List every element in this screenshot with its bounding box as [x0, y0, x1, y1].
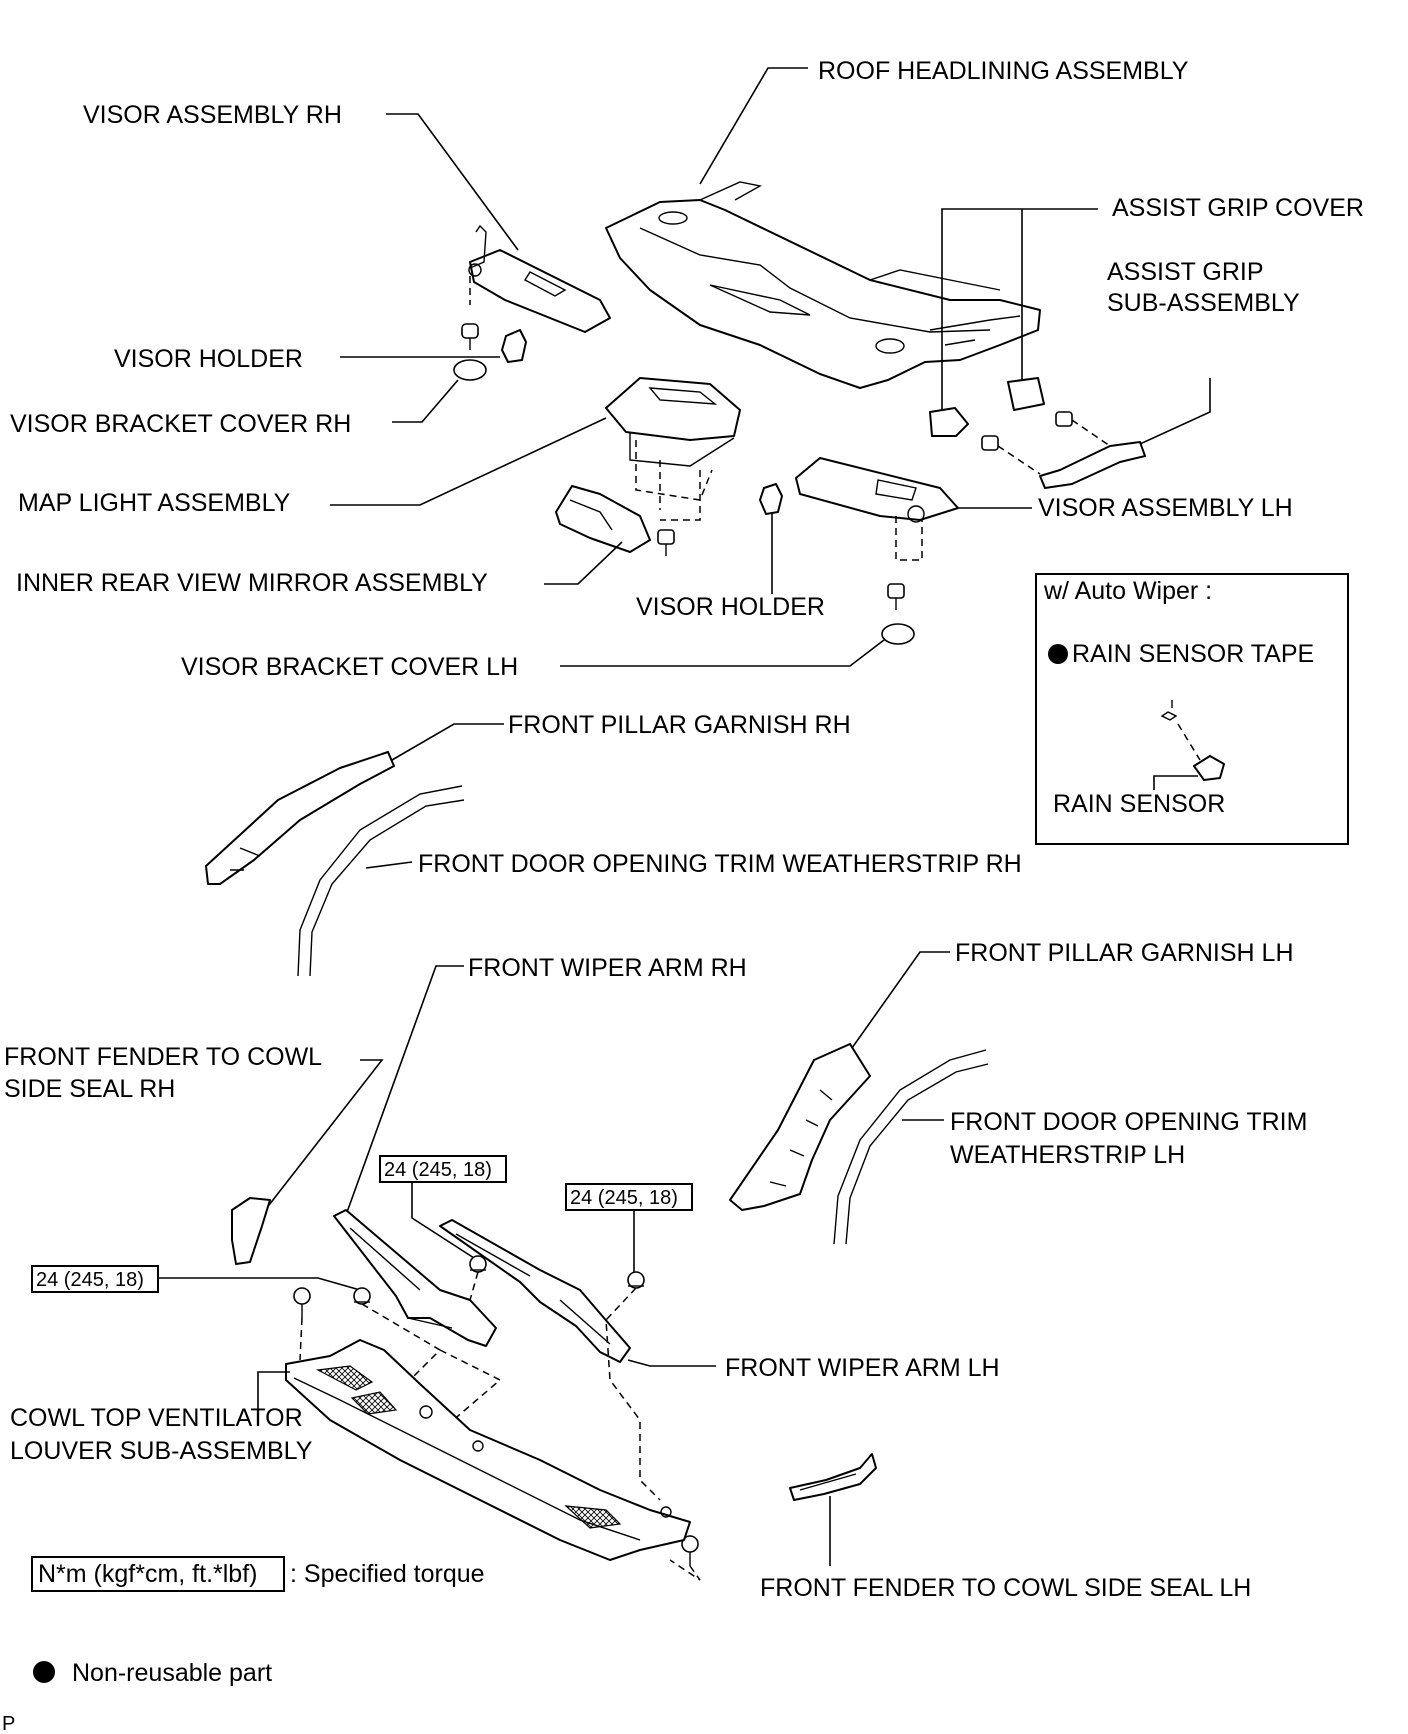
weatherstrip-rh-drawing	[297, 785, 465, 977]
leader-cowl-louver	[257, 1371, 290, 1410]
wiper-rh-nut	[469, 1255, 487, 1273]
label-fender-seal-lh: FRONT FENDER TO COWL SIDE SEAL LH	[760, 1574, 1251, 1602]
assist-grip-sub-assembly-part	[1039, 441, 1146, 489]
leader-fender-seal-rh	[261, 1059, 384, 1215]
leader-visor-bracket-cover-rh	[392, 379, 459, 423]
label-assist-grip-sub-2: SUB-ASSEMBLY	[1107, 289, 1300, 317]
front-pillar-garnish-lh-drawing	[729, 1043, 871, 1211]
front-wiper-arm-rh-drawing	[333, 1209, 497, 1347]
assist-grip-cover-parts	[929, 377, 1045, 437]
label-cowl-louver-2: LOUVER SUB-ASSEMBLY	[10, 1437, 313, 1465]
label-weatherstrip-lh-2: WEATHERSTRIP LH	[950, 1141, 1185, 1169]
legend-nonreusable: Non-reusable part	[33, 1659, 272, 1687]
auto-wiper-inset: w/ Auto Wiper : RAIN SENSOR TAPE RAIN SE…	[1035, 573, 1349, 845]
label-visor-holder-1: VISOR HOLDER	[114, 345, 303, 373]
label-visor-bracket-cover-lh: VISOR BRACKET COVER LH	[181, 653, 518, 681]
leader-rain-sensor	[1153, 775, 1198, 790]
front-wiper-arm-lh-drawing	[439, 1219, 631, 1363]
corner-code: P	[2, 1713, 15, 1734]
torque-box-wiper-rh: 24 (245, 18)	[379, 1155, 507, 1183]
legend-torque-box-text: N*m (kgf*cm, ft.*lbf)	[38, 1560, 257, 1588]
roof-headlining-drawing	[605, 181, 1041, 389]
fender-seal-rh-drawing	[231, 1197, 271, 1265]
cowl-clip-right	[681, 1535, 699, 1566]
map-light-drawing	[605, 377, 741, 467]
label-inner-mirror: INNER REAR VIEW MIRROR ASSEMBLY	[16, 569, 488, 597]
torque-value-cowl: 24 (245, 18)	[36, 1269, 144, 1291]
fender-seal-lh-drawing	[789, 1453, 877, 1501]
rain-sensor-tape-part	[1160, 700, 1178, 721]
label-cowl-louver-1: COWL TOP VENTILATOR	[10, 1404, 303, 1432]
visor-rh-drawing	[468, 224, 611, 333]
label-front-pillar-garnish-rh: FRONT PILLAR GARNISH RH	[508, 711, 851, 739]
label-assist-grip-cover: ASSIST GRIP COVER	[1112, 194, 1364, 222]
leader-roof-headlining	[699, 67, 808, 185]
visor-lh-drawing	[795, 457, 959, 523]
filled-circle-icon	[33, 1661, 55, 1683]
torque-box-cowl: 24 (245, 18)	[31, 1265, 159, 1293]
leader-front-wiper-arm-lh	[627, 1359, 716, 1367]
torque-value-wiper-lh: 24 (245, 18)	[570, 1187, 678, 1209]
leader-torque-wiper-rh	[411, 1182, 475, 1259]
label-visor-lh: VISOR ASSEMBLY LH	[1038, 494, 1293, 522]
label-visor-holder-2: VISOR HOLDER	[636, 593, 825, 621]
leader-front-wiper-arm-rh	[341, 965, 464, 1227]
label-front-pillar-garnish-lh: FRONT PILLAR GARNISH LH	[955, 939, 1294, 967]
label-roof-headlining: ROOF HEADLINING ASSEMBLY	[818, 57, 1189, 85]
cowl-louver-drawing	[285, 1339, 691, 1561]
visor-bracket-cover-lh-part	[881, 623, 915, 645]
torque-value-wiper-rh: 24 (245, 18)	[384, 1159, 492, 1181]
visor-bracket-cover-rh-part	[453, 359, 487, 381]
weatherstrip-lh-drawing	[833, 1049, 989, 1245]
inset-rain-sensor-tape: RAIN SENSOR TAPE	[1072, 640, 1314, 668]
cowl-nut	[353, 1287, 371, 1305]
leader-visor-rh	[386, 113, 519, 251]
label-visor-rh: VISOR ASSEMBLY RH	[83, 101, 342, 129]
inner-mirror-drawing	[555, 485, 651, 553]
label-fender-seal-rh-1: FRONT FENDER TO COWL	[4, 1043, 322, 1071]
rain-sensor-part	[1193, 755, 1225, 781]
leader-weatherstrip-rh	[365, 861, 413, 869]
label-weatherstrip-lh-1: FRONT DOOR OPENING TRIM	[950, 1108, 1307, 1136]
label-visor-bracket-cover-rh: VISOR BRACKET COVER RH	[10, 410, 351, 438]
legend-torque-text: : Specified torque	[290, 1560, 485, 1588]
legend-nonreusable-text: Non-reusable part	[72, 1659, 272, 1687]
dash-map-light	[635, 440, 713, 521]
inset-title: w/ Auto Wiper :	[1043, 577, 1212, 605]
dash-cowl-installs	[299, 1271, 701, 1581]
assist-grip-screws	[981, 411, 1111, 475]
label-fender-seal-rh-2: SIDE SEAL RH	[4, 1075, 175, 1103]
leader-front-pillar-garnish-rh	[391, 723, 504, 761]
label-front-wiper-arm-rh: FRONT WIPER ARM RH	[468, 954, 747, 982]
front-pillar-garnish-rh-drawing	[205, 751, 395, 885]
label-front-wiper-arm-lh: FRONT WIPER ARM LH	[725, 1354, 1000, 1382]
label-weatherstrip-rh: FRONT DOOR OPENING TRIM WEATHERSTRIP RH	[418, 850, 1022, 878]
visor-rh-screw	[461, 323, 479, 350]
cowl-clip-left	[293, 1287, 311, 1318]
filled-circle-icon	[1048, 644, 1068, 664]
leader-front-pillar-garnish-lh	[851, 951, 950, 1049]
leader-assist-grip-sub	[1139, 378, 1211, 445]
visor-holder-rh-part	[501, 329, 527, 363]
legend-torque: N*m (kgf*cm, ft.*lbf) : Specified torque	[31, 1556, 485, 1592]
leader-inner-mirror	[544, 541, 623, 585]
wiper-lh-nut	[627, 1271, 645, 1289]
dash-visor-lh	[895, 516, 923, 561]
visor-holder-lh-part	[759, 483, 783, 515]
leader-torque-cowl	[158, 1277, 361, 1291]
map-light-screw	[657, 529, 675, 556]
leader-map-light	[330, 417, 607, 506]
label-assist-grip-sub-1: ASSIST GRIP	[1107, 258, 1264, 286]
visor-lh-screw	[887, 583, 905, 610]
label-map-light: MAP LIGHT ASSEMBLY	[18, 489, 291, 517]
leader-assist-grip-cover	[941, 208, 1098, 410]
torque-box-wiper-lh: 24 (245, 18)	[565, 1183, 693, 1211]
inset-rain-sensor: RAIN SENSOR	[1053, 790, 1225, 818]
leader-visor-bracket-cover-lh	[560, 639, 885, 667]
